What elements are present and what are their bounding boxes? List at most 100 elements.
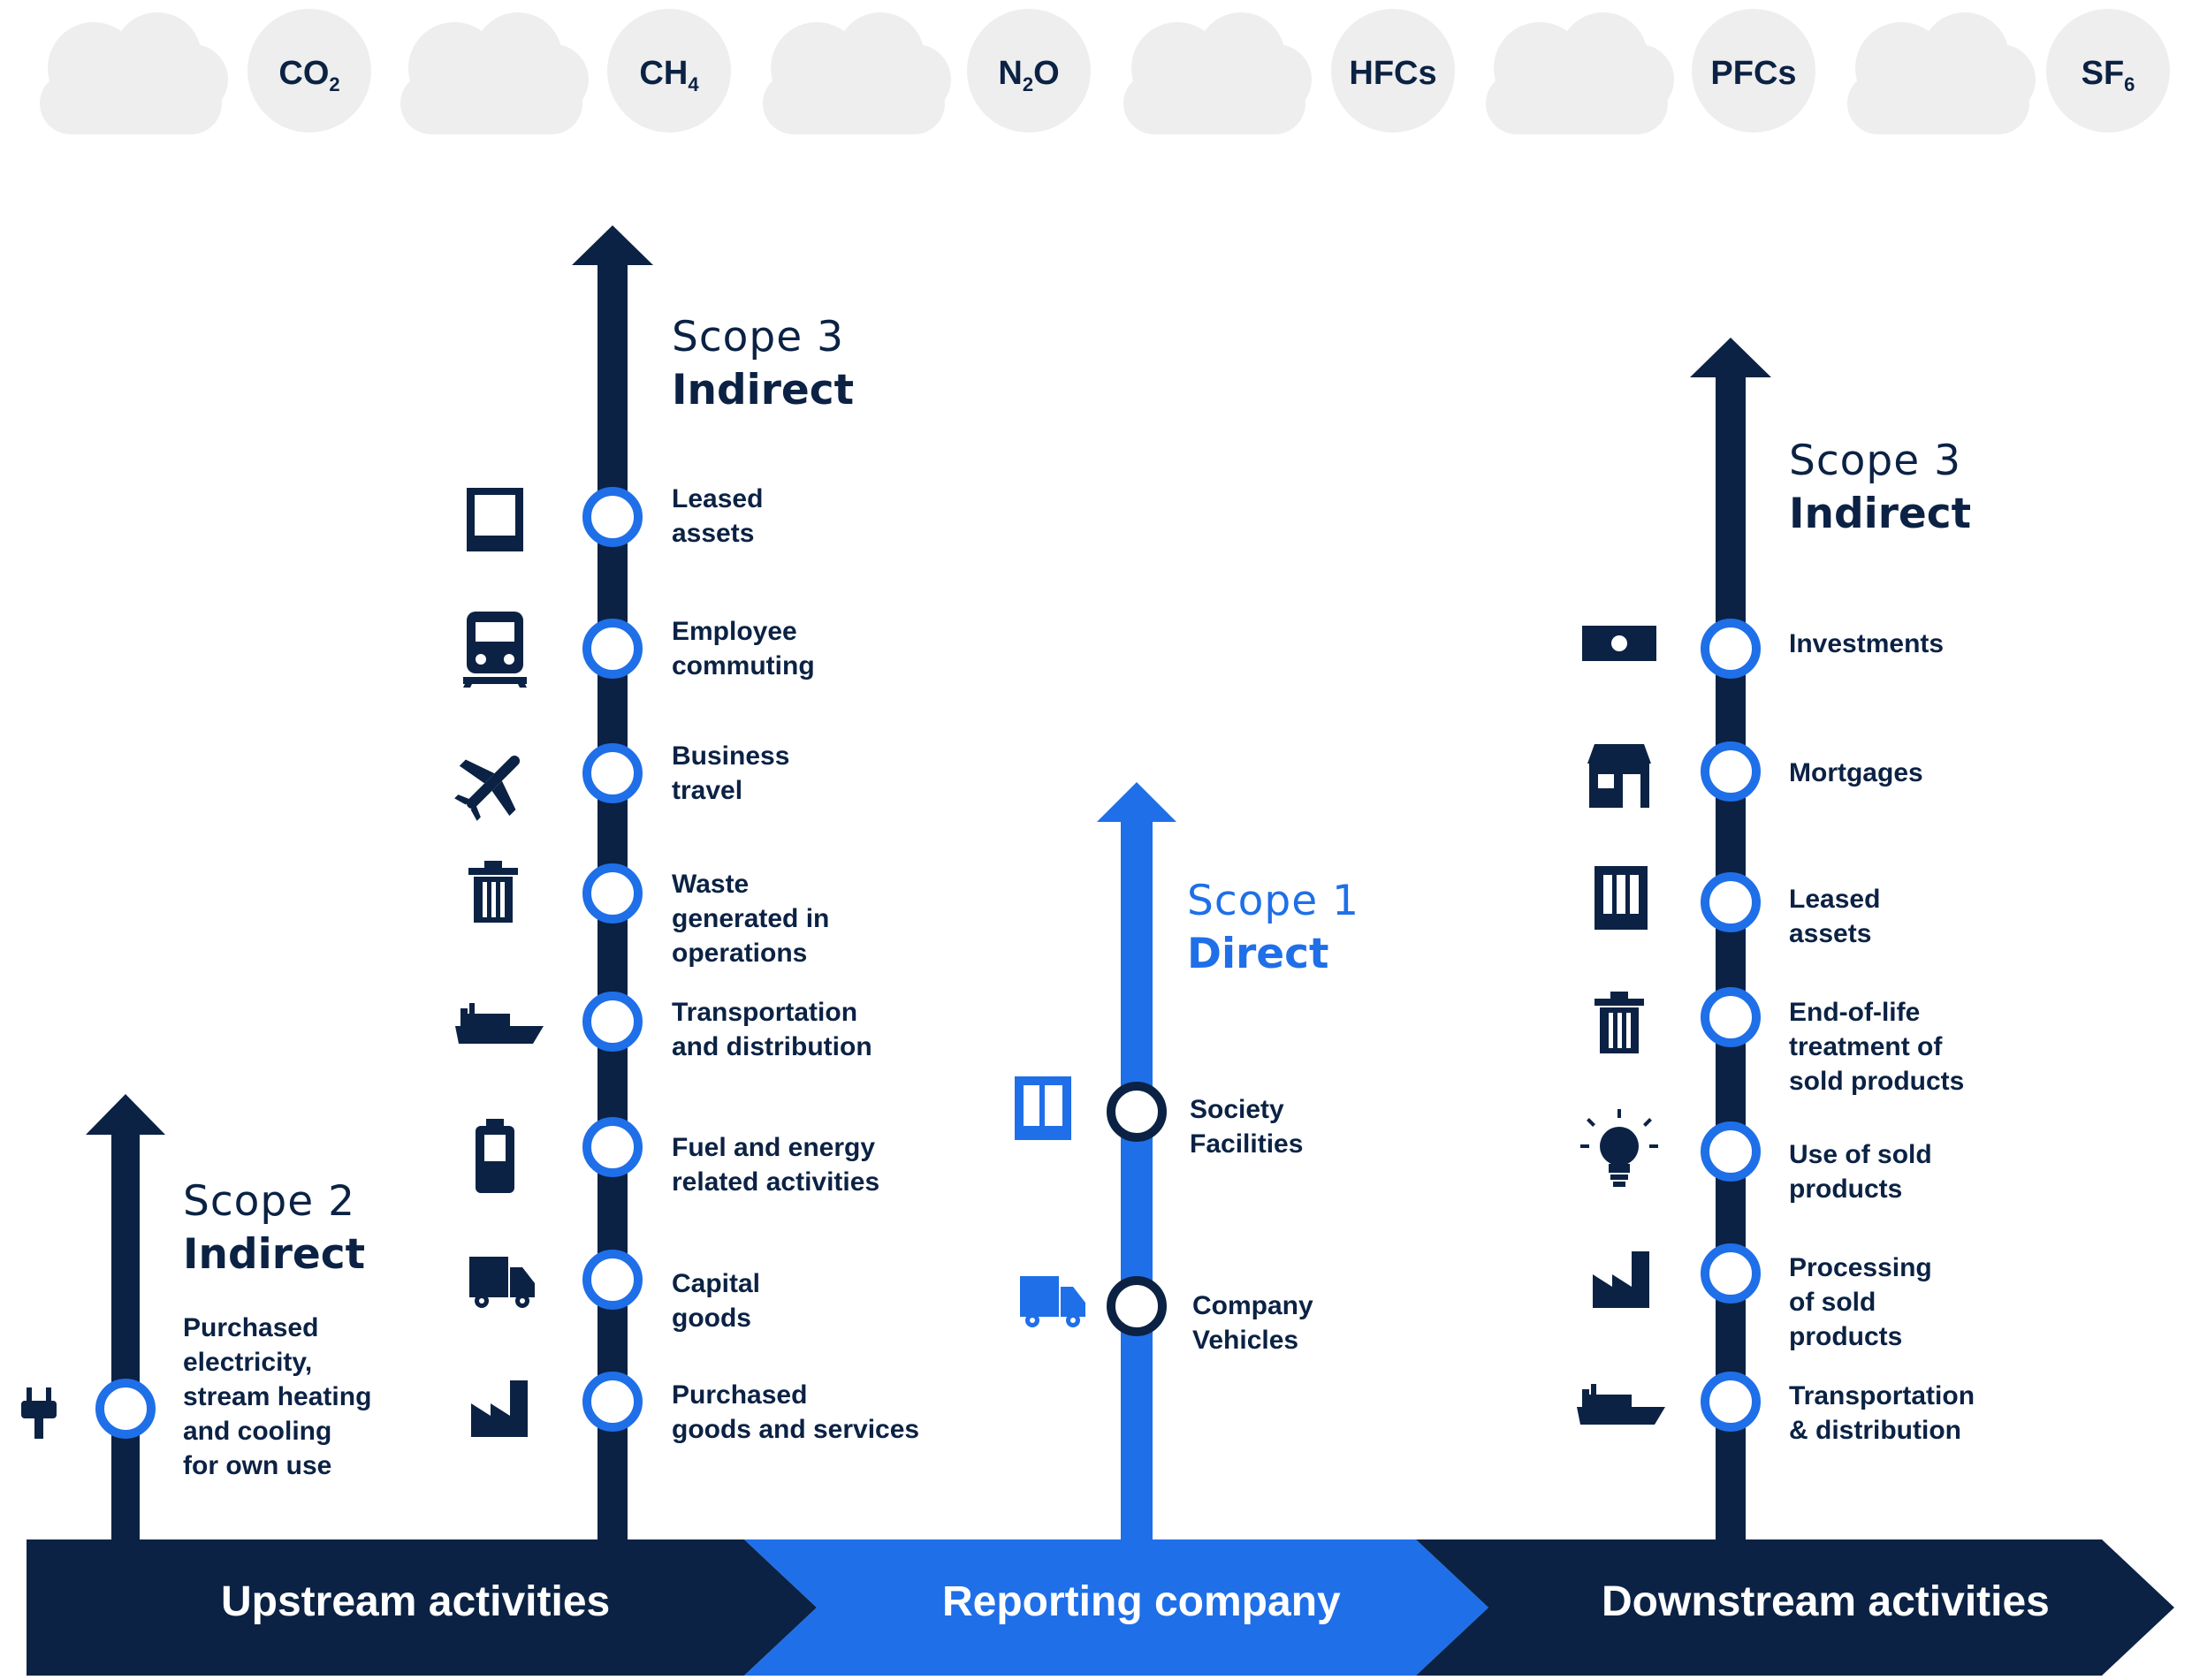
reporting-band bbox=[744, 1539, 1488, 1676]
scope2-heading: Scope 2 Indirect bbox=[183, 1175, 365, 1281]
scope2-arrow bbox=[86, 1094, 165, 1539]
trash-icon bbox=[468, 861, 518, 923]
scope3-downstream-item-label: Investments bbox=[1789, 629, 1945, 658]
gas-circle bbox=[247, 9, 371, 133]
lightbulb-icon bbox=[1580, 1109, 1658, 1187]
scope3-downstream-title: Scope 3 bbox=[1789, 437, 1962, 485]
scope3-downstream-heading: Scope 3 Indirect bbox=[1789, 435, 1971, 541]
building-icon bbox=[1595, 866, 1648, 930]
cloud-icon bbox=[40, 12, 228, 134]
trash-icon bbox=[1595, 992, 1644, 1053]
node-purchased-electricity bbox=[95, 1379, 156, 1439]
plug-icon bbox=[21, 1387, 57, 1439]
gas-sf6: SF6 bbox=[2082, 55, 2135, 95]
gas-row: CO2 CH4 N2O HFCs PFCs SF6 bbox=[40, 9, 2170, 134]
scope3-upstream-item-label: Business travel bbox=[672, 741, 790, 805]
scope3-downstream-item-label: Leased assets bbox=[1789, 885, 1881, 948]
scope2-title: Scope 2 bbox=[183, 1177, 356, 1226]
money-icon bbox=[1582, 626, 1656, 661]
scope3-downstream-subtitle: Indirect bbox=[1789, 490, 1972, 538]
node-transportation bbox=[582, 992, 643, 1052]
cloud-icon bbox=[1847, 12, 2036, 134]
scope3-upstream-item-label: Fuel and energy related activities bbox=[672, 1133, 880, 1197]
building-icon bbox=[1015, 1076, 1071, 1140]
upstream-label: Upstream activities bbox=[221, 1578, 611, 1625]
node-employee-commuting bbox=[582, 619, 643, 679]
gas-co2: CO2 bbox=[278, 55, 339, 95]
scope2-subtitle: Indirect bbox=[183, 1230, 366, 1279]
scope3-upstream-item-label: Waste generated in operations bbox=[672, 870, 830, 968]
scope3-upstream-heading: Scope 3 Indirect bbox=[672, 311, 854, 417]
scope3-downstream-item-label: Transportation & distribution bbox=[1789, 1381, 1975, 1445]
scope3-downstream-arrow bbox=[1690, 338, 1771, 1539]
scope3-downstream-item-label: Mortgages bbox=[1789, 758, 1923, 787]
train-icon bbox=[463, 612, 527, 688]
downstream-band bbox=[1416, 1539, 2174, 1676]
node-mortgages bbox=[1701, 741, 1761, 802]
gas-circle bbox=[1692, 9, 1815, 133]
scope1-subtitle: Direct bbox=[1187, 930, 1329, 978]
gas-ch4: CH4 bbox=[639, 55, 699, 95]
truck-icon bbox=[469, 1257, 535, 1308]
scope1-title: Scope 1 bbox=[1187, 877, 1360, 925]
factory-icon bbox=[1593, 1251, 1649, 1308]
gas-hfcs: HFCs bbox=[1349, 55, 1436, 92]
scope3-upstream-item-label: Transportation and distribution bbox=[672, 998, 872, 1061]
cloud-icon bbox=[763, 12, 951, 134]
node-end-of-life bbox=[1701, 987, 1761, 1047]
scope3-upstream-title: Scope 3 bbox=[672, 313, 845, 361]
truck-icon bbox=[1020, 1276, 1085, 1327]
scope3-upstream-item-label: Capital goods bbox=[672, 1269, 761, 1333]
upstream-band bbox=[27, 1539, 817, 1676]
scope2-nodes bbox=[95, 1379, 156, 1439]
node-fuel-energy bbox=[582, 1117, 643, 1177]
scope3-upstream-subtitle: Indirect bbox=[672, 366, 855, 414]
gas-circle bbox=[607, 9, 731, 133]
scope3-upstream-item-label: Leased assets bbox=[672, 484, 764, 548]
node-use-of-sold bbox=[1701, 1121, 1761, 1182]
scope3-downstream-item-label: Processing of sold products bbox=[1789, 1253, 1932, 1351]
building-icon bbox=[467, 488, 523, 551]
node-society-facilities bbox=[1107, 1082, 1167, 1142]
reporting-label: Reporting company bbox=[942, 1578, 1341, 1625]
gas-pfcs: PFCs bbox=[1710, 55, 1796, 92]
node-transport-ds bbox=[1701, 1372, 1761, 1432]
node-capital-goods bbox=[582, 1250, 643, 1310]
scope3-upstream-item-label: Employee commuting bbox=[672, 617, 815, 680]
store-icon bbox=[1587, 744, 1651, 808]
scope3-downstream-nodes bbox=[1701, 619, 1761, 1432]
node-company-vehicles bbox=[1107, 1276, 1167, 1336]
scope2-item-label: Purchased electricity, stream heating an… bbox=[183, 1313, 372, 1480]
node-processing bbox=[1701, 1243, 1761, 1304]
cloud-icon bbox=[1123, 12, 1312, 134]
airplane-icon bbox=[454, 755, 521, 821]
ship-icon bbox=[1577, 1384, 1665, 1425]
gas-circle bbox=[967, 9, 1091, 133]
scope3-upstream-item-label: Purchased goods and services bbox=[672, 1380, 920, 1444]
scope1-nodes bbox=[1107, 1082, 1167, 1336]
ship-icon bbox=[455, 1003, 544, 1044]
node-investments bbox=[1701, 619, 1761, 679]
node-leased-assets bbox=[582, 487, 643, 547]
gas-n2o: N2O bbox=[998, 55, 1059, 95]
scope3-downstream-item-label: Use of sold products bbox=[1789, 1140, 1932, 1204]
cloud-icon bbox=[1486, 12, 1674, 134]
factory-icon bbox=[471, 1380, 528, 1437]
scope1-arrow bbox=[1097, 782, 1176, 1539]
scope1-item-label: Company Vehicles bbox=[1192, 1291, 1313, 1355]
battery-icon bbox=[476, 1119, 514, 1193]
scope3-downstream-item-label: End-of-life treatment of sold products bbox=[1789, 998, 1965, 1096]
node-purchased-goods bbox=[582, 1372, 643, 1432]
scope3-upstream-nodes bbox=[582, 487, 643, 1432]
scope1-item-label: Society Facilities bbox=[1190, 1095, 1304, 1159]
node-leased-assets-ds bbox=[1701, 872, 1761, 932]
downstream-label: Downstream activities bbox=[1602, 1578, 2050, 1625]
node-waste bbox=[582, 863, 643, 924]
scope1-heading: Scope 1 Direct bbox=[1187, 875, 1359, 981]
cloud-icon bbox=[400, 12, 589, 134]
node-business-travel bbox=[582, 743, 643, 803]
gas-circle bbox=[2046, 9, 2170, 133]
gas-circle bbox=[1331, 9, 1455, 133]
